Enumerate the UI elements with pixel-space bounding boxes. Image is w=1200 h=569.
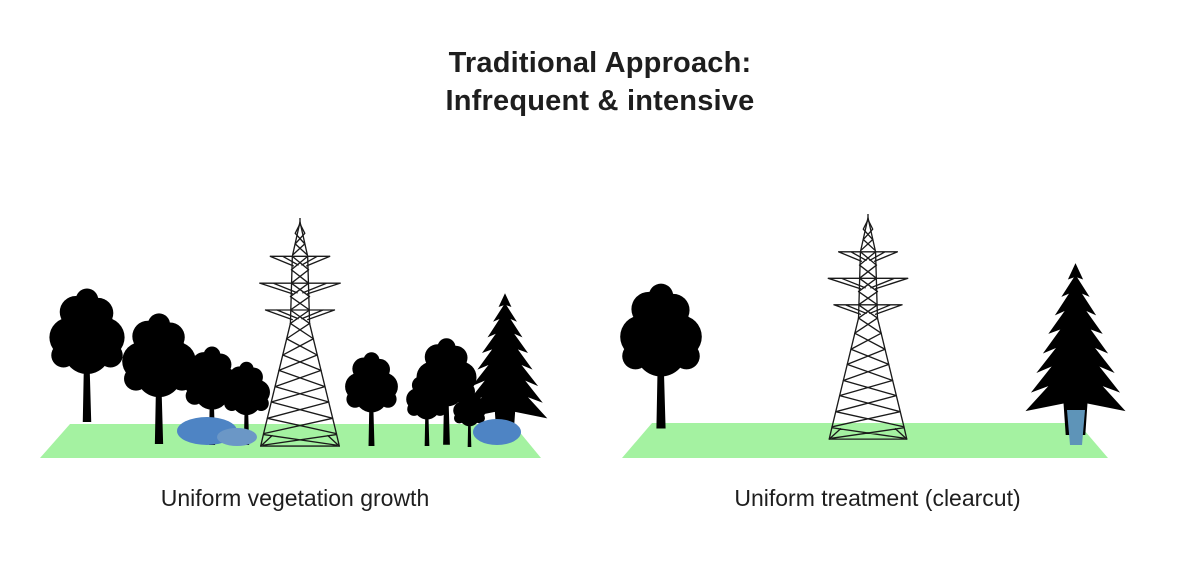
transmission-tower-left xyxy=(259,218,341,447)
grass-strip-right xyxy=(622,423,1108,458)
page-title: Traditional Approach: Infrequent & intens… xyxy=(0,44,1200,120)
panel-left-scene xyxy=(40,218,548,458)
title-line-2: Infrequent & intensive xyxy=(445,85,755,117)
title-line-1: Traditional Approach: xyxy=(448,47,752,79)
shrub xyxy=(217,428,257,446)
panel-right-scene xyxy=(620,214,1126,458)
shrub xyxy=(473,419,521,445)
conifer-trunk xyxy=(1067,410,1085,445)
transmission-tower-right xyxy=(827,214,909,440)
deciduous-tree xyxy=(49,288,125,422)
conifer-tree xyxy=(1025,263,1126,435)
caption-left: Uniform vegetation growth xyxy=(160,485,430,511)
deciduous-tree xyxy=(620,283,702,429)
caption-right: Uniform treatment (clearcut) xyxy=(734,485,1021,511)
